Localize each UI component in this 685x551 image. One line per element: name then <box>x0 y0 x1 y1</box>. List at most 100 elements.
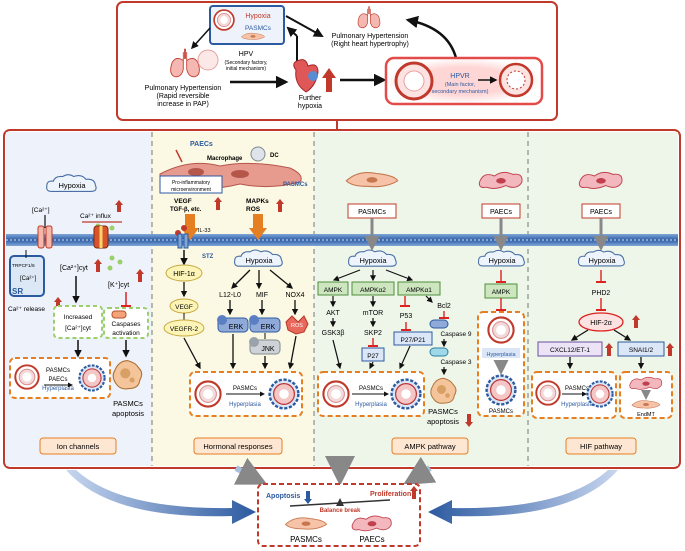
ion-channels-title-box <box>39 437 117 455</box>
p4-phd2: PHD2 <box>592 290 611 297</box>
p2-l12: L12-L0 <box>219 292 241 299</box>
vessel-icon <box>487 316 515 344</box>
p1-trpcf: TRPCF1/6 <box>12 263 35 269</box>
p1-casp2: activation <box>112 330 140 337</box>
p1-apop1: PASMCs <box>113 399 143 408</box>
p3-ampk: AMPK <box>324 287 343 294</box>
hpvr-sub1: (Main factor, <box>445 82 476 88</box>
hpv-sub2: initial mechanism) <box>226 66 266 72</box>
p3-hypoxia: Hypoxia <box>359 256 387 265</box>
p4-hypoxia: Hypoxia <box>588 256 616 265</box>
arrow <box>285 15 324 37</box>
big-arrow-left <box>66 470 256 524</box>
balance-box <box>257 483 421 547</box>
up-arrow-icon <box>214 197 222 210</box>
vessel-thick-icon <box>485 374 517 406</box>
hpvr-sub2: secondary mechanism) <box>432 89 489 95</box>
arrow <box>405 15 458 59</box>
heart-icon <box>293 59 319 93</box>
hormonal-title-box <box>193 437 283 455</box>
bottom-proliferation: Proliferation <box>370 491 411 498</box>
further-line1: Further <box>299 95 322 102</box>
increased-ca-box <box>53 305 103 339</box>
p2-mif: MIF <box>256 292 268 299</box>
ros-burst-icon <box>285 315 309 335</box>
p3-apop1: PASMCs <box>428 407 458 416</box>
vegfr-bubble <box>163 319 205 337</box>
p2-pasmcs-tag: PASMCs <box>283 182 308 188</box>
kinase-icon <box>249 315 259 325</box>
caspase3-icon <box>429 347 449 357</box>
down-arrow-icon <box>304 491 312 504</box>
ion-dot <box>117 259 123 265</box>
arrow <box>425 295 433 303</box>
p4-hif: HIF-2α <box>590 320 612 327</box>
vessel-thick-icon <box>586 380 614 408</box>
p3-skp2: SKP2 <box>364 330 382 337</box>
p1-apop2: apoptosis <box>112 409 144 418</box>
p3-apop2: apoptosis <box>427 417 459 426</box>
arrow <box>613 329 632 341</box>
p2-tgf: TGF-β, etc. <box>170 207 202 213</box>
snai-box <box>617 341 665 357</box>
arrow <box>231 269 251 289</box>
hif2a-bubble <box>578 312 624 332</box>
signal-arrow-head <box>249 228 267 240</box>
vessel-thick-icon <box>268 378 300 410</box>
ligand-arrow-icon <box>185 214 195 228</box>
arrow <box>385 269 414 282</box>
p2-stz: STZ <box>202 254 214 260</box>
p27p21-box <box>393 331 433 346</box>
p1-sr: SR <box>12 287 23 296</box>
arrow-ion <box>233 457 268 485</box>
p1-ca: [Ca²⁺] <box>32 207 50 214</box>
p2-vegf: VEGF <box>174 198 192 205</box>
p3-gsk: GSK3β <box>322 330 345 337</box>
alveoli-icon <box>197 49 219 71</box>
p1-inc1: Increased <box>64 314 93 321</box>
p2-erk1: ERK <box>229 324 244 331</box>
p3-pasmcs: PASMCs <box>358 209 386 216</box>
hif1a-bubble <box>165 264 203 282</box>
p2-hypoxia: Hypoxia <box>245 256 273 265</box>
vessel-thick-icon <box>78 364 106 392</box>
p1-title: Ion channels <box>57 442 100 451</box>
hif-title-box <box>565 437 637 455</box>
p1-casp1: Caspases <box>112 321 142 328</box>
p3-cells: PASMCs <box>359 386 383 392</box>
p27-box <box>361 347 385 362</box>
up-arrow-icon <box>94 259 102 272</box>
ph2-line2: (Right heart hypertrophy) <box>331 41 409 48</box>
down-arrow-icon <box>465 414 473 427</box>
arrow <box>190 27 211 50</box>
kinase-icon <box>249 337 259 347</box>
vessel-remodel-lumen <box>506 70 526 90</box>
p3-hyper: Hyperplasia <box>355 402 387 408</box>
up-arrow-icon <box>666 343 674 356</box>
receptor-icon <box>183 233 189 249</box>
p1-ca-release: Ca²⁺ release <box>8 306 45 313</box>
p3-p27p21: P27/P21 <box>401 337 426 344</box>
hyper-label-bg <box>482 348 520 358</box>
p2-paecs: PAECs <box>190 141 213 148</box>
ligand-arrow-head <box>181 228 199 240</box>
p4-snai: SNAI1/2 <box>629 347 654 354</box>
p4-title: HIF pathway <box>580 442 622 451</box>
p3-hypoxia2: Hypoxia <box>488 256 516 265</box>
cxcl-box <box>537 341 603 357</box>
paec-cell-icon <box>578 171 623 189</box>
p2-mapks: MAPKs <box>246 198 269 205</box>
microenvironment-box <box>159 175 223 194</box>
bottom-pasmcs: PASMCs <box>290 535 322 544</box>
caspase-icon <box>111 310 127 319</box>
p1-inc2: [Ca²⁺]cyt <box>65 325 91 332</box>
p4-hyper: Hyperplasia <box>561 402 593 408</box>
up-arrow-icon <box>115 200 123 212</box>
hpv-label: HPV <box>239 51 254 58</box>
arrow <box>369 361 375 370</box>
ion-dot <box>109 255 115 261</box>
bottom-apoptosis: Apoptosis <box>266 493 300 500</box>
ion-dot <box>109 225 115 231</box>
ion-channel-icon <box>45 225 53 249</box>
arrow <box>332 339 342 370</box>
